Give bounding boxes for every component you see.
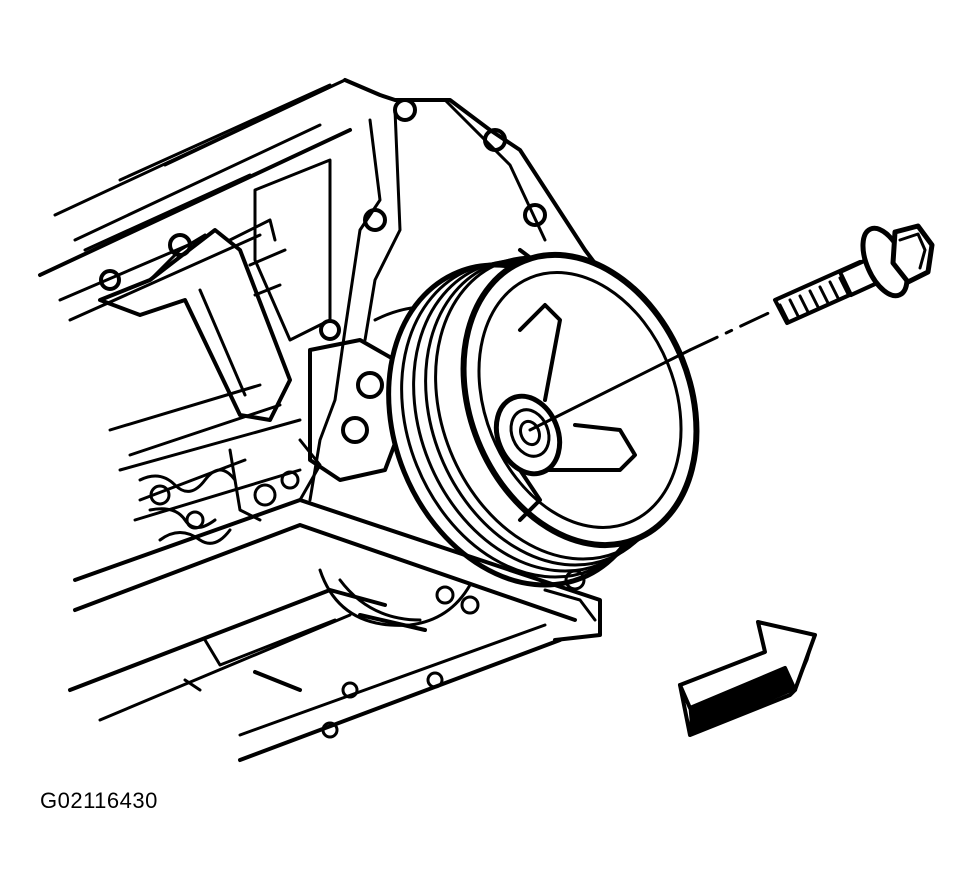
engine-block-icon: [38, 78, 352, 545]
oil-pan-icon: [68, 498, 602, 762]
balancer-bolt-icon: [528, 223, 935, 432]
front-direction-arrow-icon: [678, 620, 817, 737]
crankshaft-balancer-icon: [386, 251, 700, 588]
figure-id-label: G02116430: [40, 788, 158, 813]
